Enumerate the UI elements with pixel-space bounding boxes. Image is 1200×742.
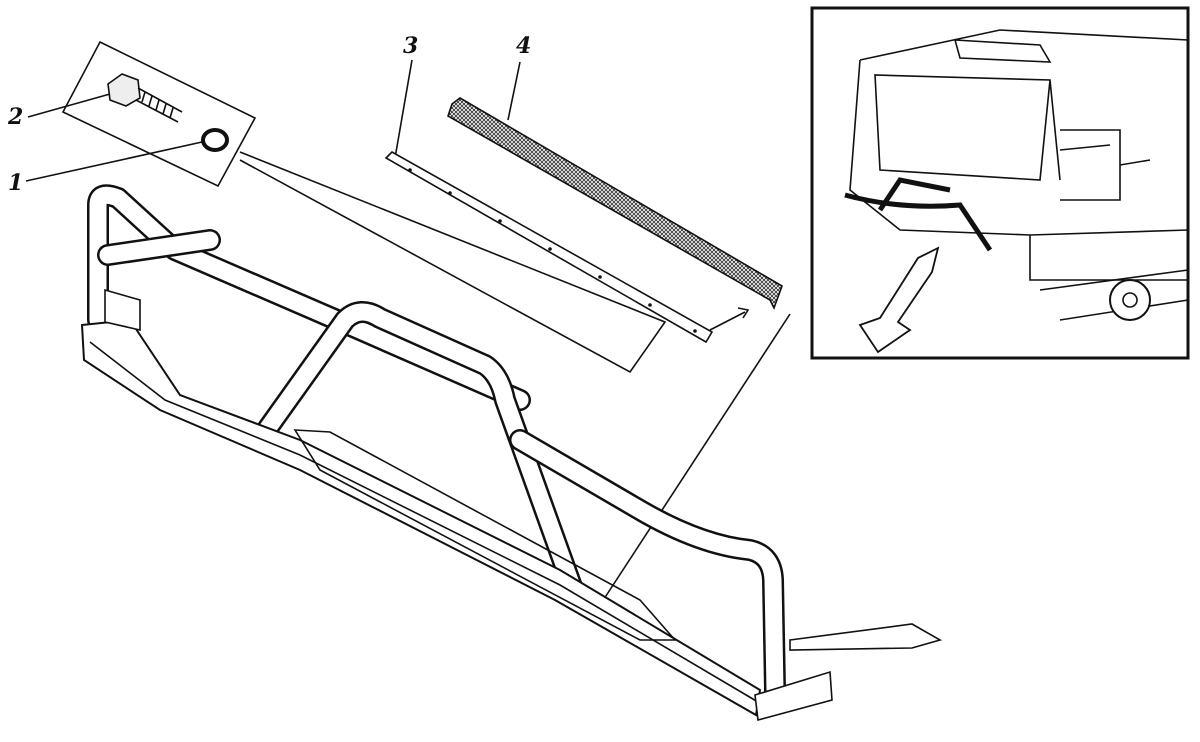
location-arrow-icon bbox=[858, 246, 940, 354]
mesh-strip bbox=[447, 97, 783, 311]
arrow-icon bbox=[709, 307, 750, 331]
fastener-detail-box bbox=[61, 40, 257, 188]
assembly-line bbox=[239, 151, 667, 374]
vehicle-location-inset bbox=[810, 6, 1190, 360]
callout-label-2: 2 bbox=[8, 104, 24, 130]
mounting-strip bbox=[384, 151, 714, 344]
callout-label-3: 3 bbox=[403, 33, 419, 59]
label-leaders bbox=[394, 59, 521, 159]
callout-label-4: 4 bbox=[516, 33, 532, 59]
callout-label-1: 1 bbox=[8, 170, 24, 196]
leader-line-1 bbox=[25, 141, 203, 182]
bumper-frame bbox=[80, 184, 943, 722]
bolt bbox=[107, 73, 183, 123]
leader-line-2 bbox=[27, 93, 111, 118]
washer bbox=[201, 128, 229, 152]
assembly-line-2 bbox=[601, 313, 791, 603]
